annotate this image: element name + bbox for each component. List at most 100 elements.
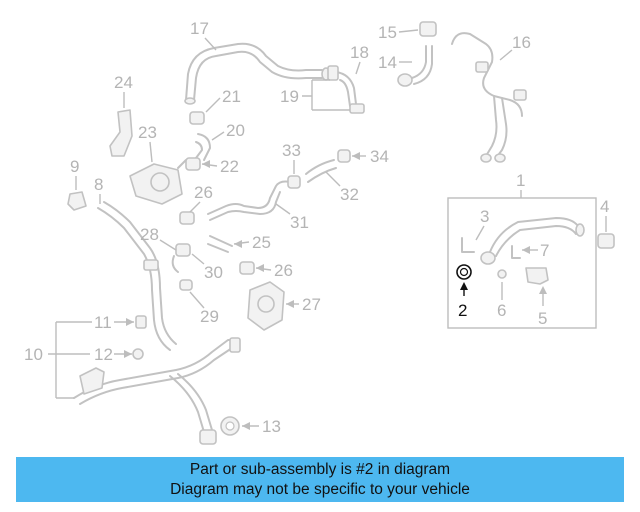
callout-21: 21 bbox=[222, 87, 241, 106]
part-14-hose bbox=[397, 45, 433, 87]
callout-14: 14 bbox=[378, 53, 397, 72]
leader-32 bbox=[325, 171, 341, 187]
arrow-12 bbox=[124, 350, 132, 358]
callout-23: 23 bbox=[138, 123, 157, 142]
assembly-1-box bbox=[447, 197, 597, 329]
callout-25: 25 bbox=[252, 233, 271, 252]
arrow-26-lower bbox=[256, 264, 264, 272]
part-2-seal bbox=[456, 264, 472, 280]
part-16-hose bbox=[451, 32, 527, 163]
arrow-5 bbox=[539, 286, 547, 294]
callout-31: 31 bbox=[290, 213, 309, 232]
arrow-13 bbox=[242, 422, 250, 430]
part-4-clamp bbox=[597, 233, 615, 249]
callout-2: 2 bbox=[458, 301, 467, 320]
part-1-hose bbox=[480, 217, 585, 265]
callout-10: 10 bbox=[24, 345, 43, 364]
leader-20 bbox=[211, 131, 225, 141]
arrow-25 bbox=[234, 240, 242, 248]
callout-33: 33 bbox=[282, 141, 301, 160]
callout-7: 7 bbox=[540, 241, 549, 260]
part-23-pump bbox=[129, 159, 187, 205]
part-10-pipe bbox=[73, 337, 241, 445]
callout-5: 5 bbox=[538, 309, 547, 328]
arrow-7 bbox=[522, 246, 530, 254]
leader-16 bbox=[499, 49, 513, 61]
part-9-clamp bbox=[67, 191, 87, 211]
callout-15: 15 bbox=[378, 23, 397, 42]
part-15-clamp bbox=[419, 21, 437, 37]
callout-1: 1 bbox=[516, 171, 525, 190]
part-29-clamp bbox=[179, 279, 193, 291]
callout-11: 11 bbox=[94, 313, 112, 332]
callout-3: 3 bbox=[480, 207, 489, 226]
part-13-seal bbox=[220, 416, 240, 436]
arrow-2 bbox=[460, 282, 468, 290]
callout-12: 12 bbox=[94, 345, 113, 364]
leader-15 bbox=[398, 29, 419, 33]
arrow-34 bbox=[352, 152, 360, 160]
part-17-hose bbox=[184, 42, 331, 105]
callout-22: 22 bbox=[220, 157, 239, 176]
arrow-27 bbox=[286, 300, 294, 308]
part-6-washer bbox=[497, 269, 507, 279]
callout-9: 9 bbox=[70, 157, 79, 176]
leader-10 bbox=[48, 321, 92, 399]
part-27-housing bbox=[247, 281, 285, 331]
part-5-sensor bbox=[525, 267, 549, 285]
callout-24: 24 bbox=[114, 73, 133, 92]
leader-29 bbox=[189, 291, 205, 309]
part-12-washer bbox=[132, 348, 144, 360]
part-18-hose bbox=[327, 65, 365, 114]
callout-19: 19 bbox=[280, 87, 299, 106]
part-11-bolt bbox=[135, 315, 147, 329]
part-3-clip bbox=[461, 237, 475, 253]
callout-32: 32 bbox=[340, 185, 359, 204]
callout-6: 6 bbox=[497, 301, 506, 320]
callout-28: 28 bbox=[140, 225, 159, 244]
arrow-22 bbox=[202, 160, 210, 168]
leader-28 bbox=[159, 239, 177, 251]
callout-18: 18 bbox=[350, 43, 369, 62]
part-22-clamp bbox=[185, 157, 201, 171]
part-26-clamp-upper bbox=[179, 211, 195, 225]
leader-18 bbox=[355, 61, 361, 75]
info-banner: Part or sub-assembly is #2 in diagram Di… bbox=[16, 457, 624, 502]
part-31-hose bbox=[207, 180, 291, 221]
callout-13: 13 bbox=[262, 417, 281, 436]
part-34-clamp bbox=[337, 149, 351, 163]
info-banner-line-2: Diagram may not be specific to your vehi… bbox=[170, 481, 470, 498]
callout-29: 29 bbox=[200, 307, 219, 326]
leader-3 bbox=[475, 225, 485, 241]
callout-4: 4 bbox=[600, 197, 609, 216]
callout-34: 34 bbox=[370, 147, 389, 166]
leader-19 bbox=[302, 79, 350, 111]
callout-27: 27 bbox=[302, 295, 321, 314]
part-32-hose bbox=[305, 159, 337, 183]
info-banner-line-1: Part or sub-assembly is #2 in diagram bbox=[189, 461, 451, 478]
leader-30 bbox=[191, 253, 205, 265]
leader-21 bbox=[205, 97, 221, 113]
part-33-clamp bbox=[287, 175, 301, 189]
part-8-hose bbox=[97, 201, 177, 351]
leader-31 bbox=[275, 203, 291, 215]
part-26-clamp-lower bbox=[239, 261, 255, 275]
part-24-bracket bbox=[109, 109, 133, 157]
callout-20: 20 bbox=[226, 121, 245, 140]
leader-26-upper bbox=[189, 201, 201, 213]
callout-17: 17 bbox=[190, 19, 209, 38]
callout-26-upper: 26 bbox=[194, 183, 213, 202]
callout-26-lower: 26 bbox=[274, 261, 293, 280]
callout-30: 30 bbox=[204, 263, 223, 282]
arrow-11 bbox=[126, 318, 134, 326]
part-20-hose bbox=[195, 133, 211, 161]
part-21-clamp bbox=[189, 111, 205, 125]
callout-16: 16 bbox=[512, 33, 531, 52]
leader-23 bbox=[149, 141, 153, 163]
part-28-clamp bbox=[171, 243, 191, 273]
part-7-clip bbox=[511, 245, 521, 259]
part-25-hose bbox=[207, 235, 233, 253]
leader-17 bbox=[204, 37, 217, 51]
callout-8: 8 bbox=[94, 175, 103, 194]
